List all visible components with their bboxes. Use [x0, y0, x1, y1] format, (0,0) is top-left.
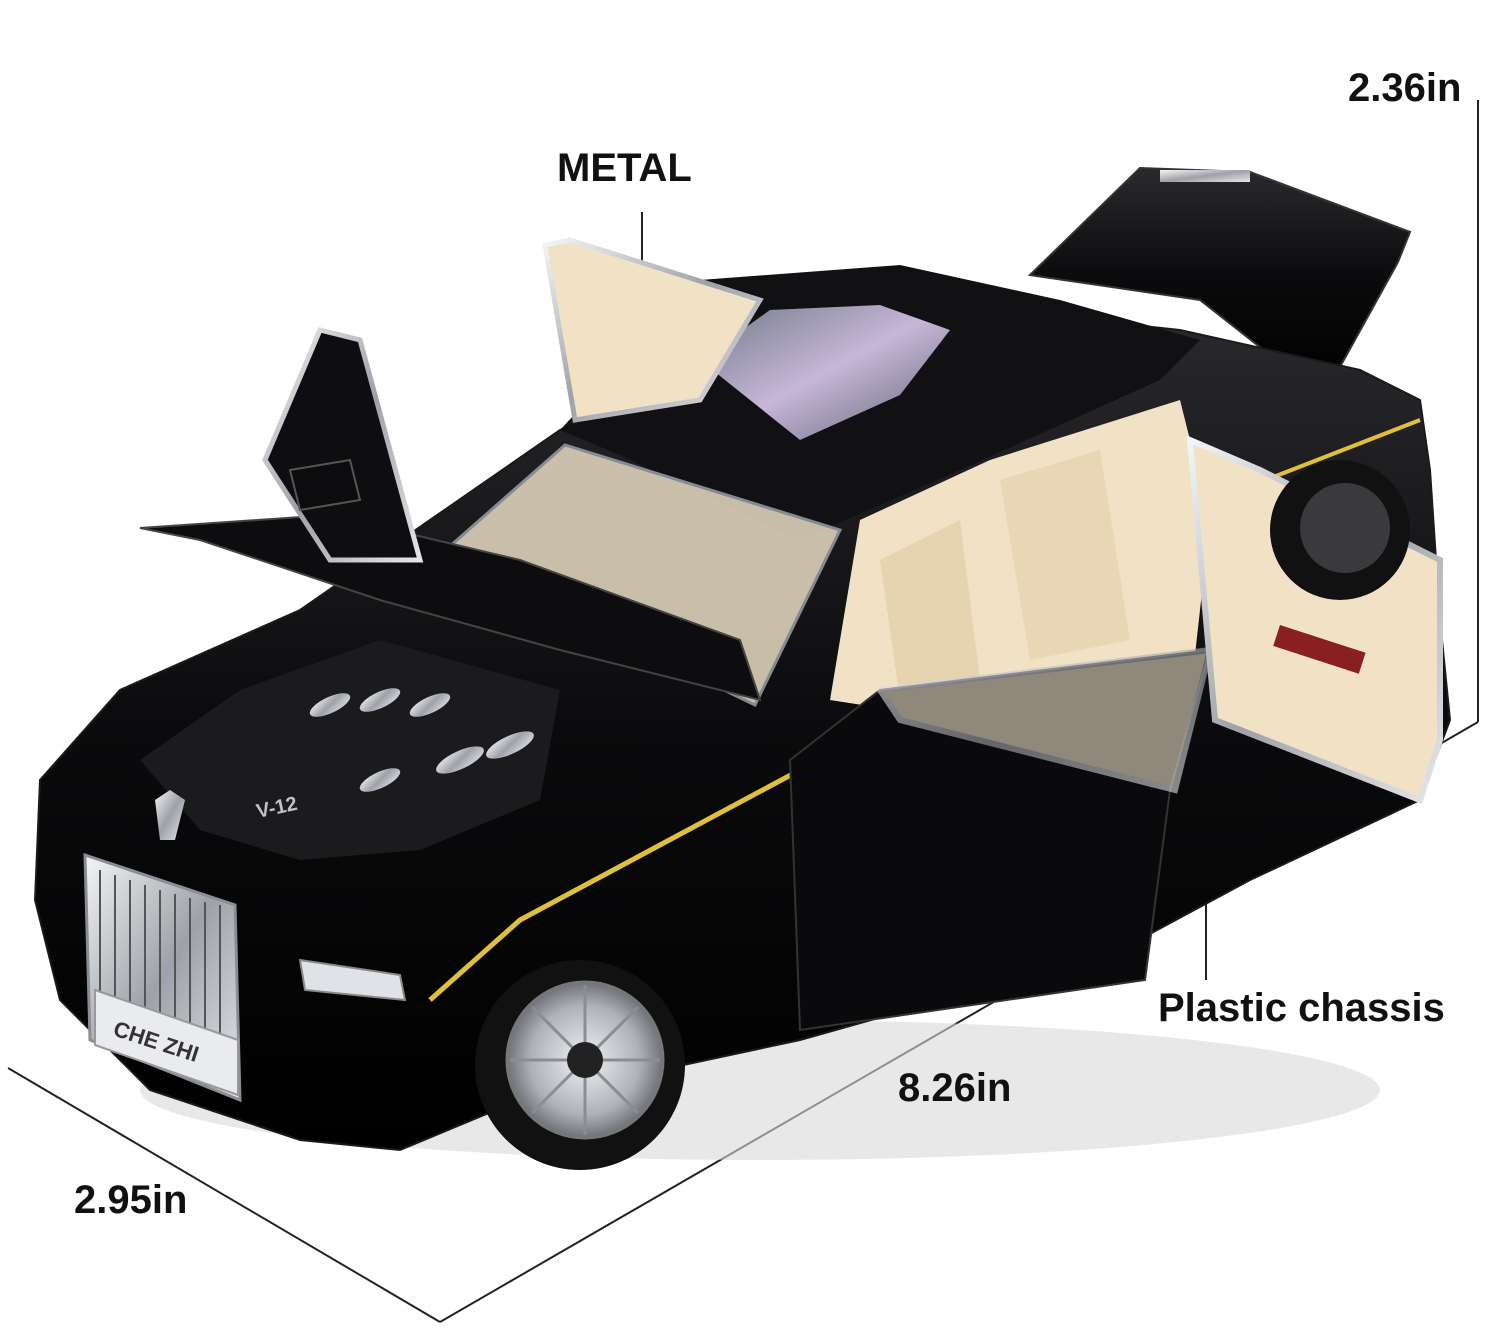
engine-bay	[140, 640, 560, 860]
rear-wheel	[1270, 460, 1410, 600]
hood-ornament	[155, 790, 185, 840]
front-wheel	[475, 960, 685, 1170]
far-rear-door	[542, 237, 764, 423]
trunk-chrome	[1160, 170, 1250, 182]
rear-seat	[1000, 450, 1130, 660]
height-label: 2.36in	[1348, 66, 1462, 110]
trunk-lid	[1027, 166, 1412, 387]
sunroof	[700, 305, 950, 440]
length-label: 8.26in	[898, 1066, 1012, 1110]
rear-door-trim	[1273, 625, 1366, 674]
front-seat	[880, 520, 980, 700]
license-plate: CHE ZHI	[94, 988, 239, 1097]
front-door-window	[874, 646, 1214, 794]
plastic-chassis-label: Plastic chassis	[1158, 986, 1445, 1030]
width-line	[7, 1067, 441, 1323]
width-label: 2.95in	[74, 1178, 188, 1222]
engine-cylinders	[309, 688, 534, 792]
side-mirror	[288, 458, 362, 512]
metal-label: METAL	[557, 146, 692, 190]
headlight	[298, 958, 407, 1002]
